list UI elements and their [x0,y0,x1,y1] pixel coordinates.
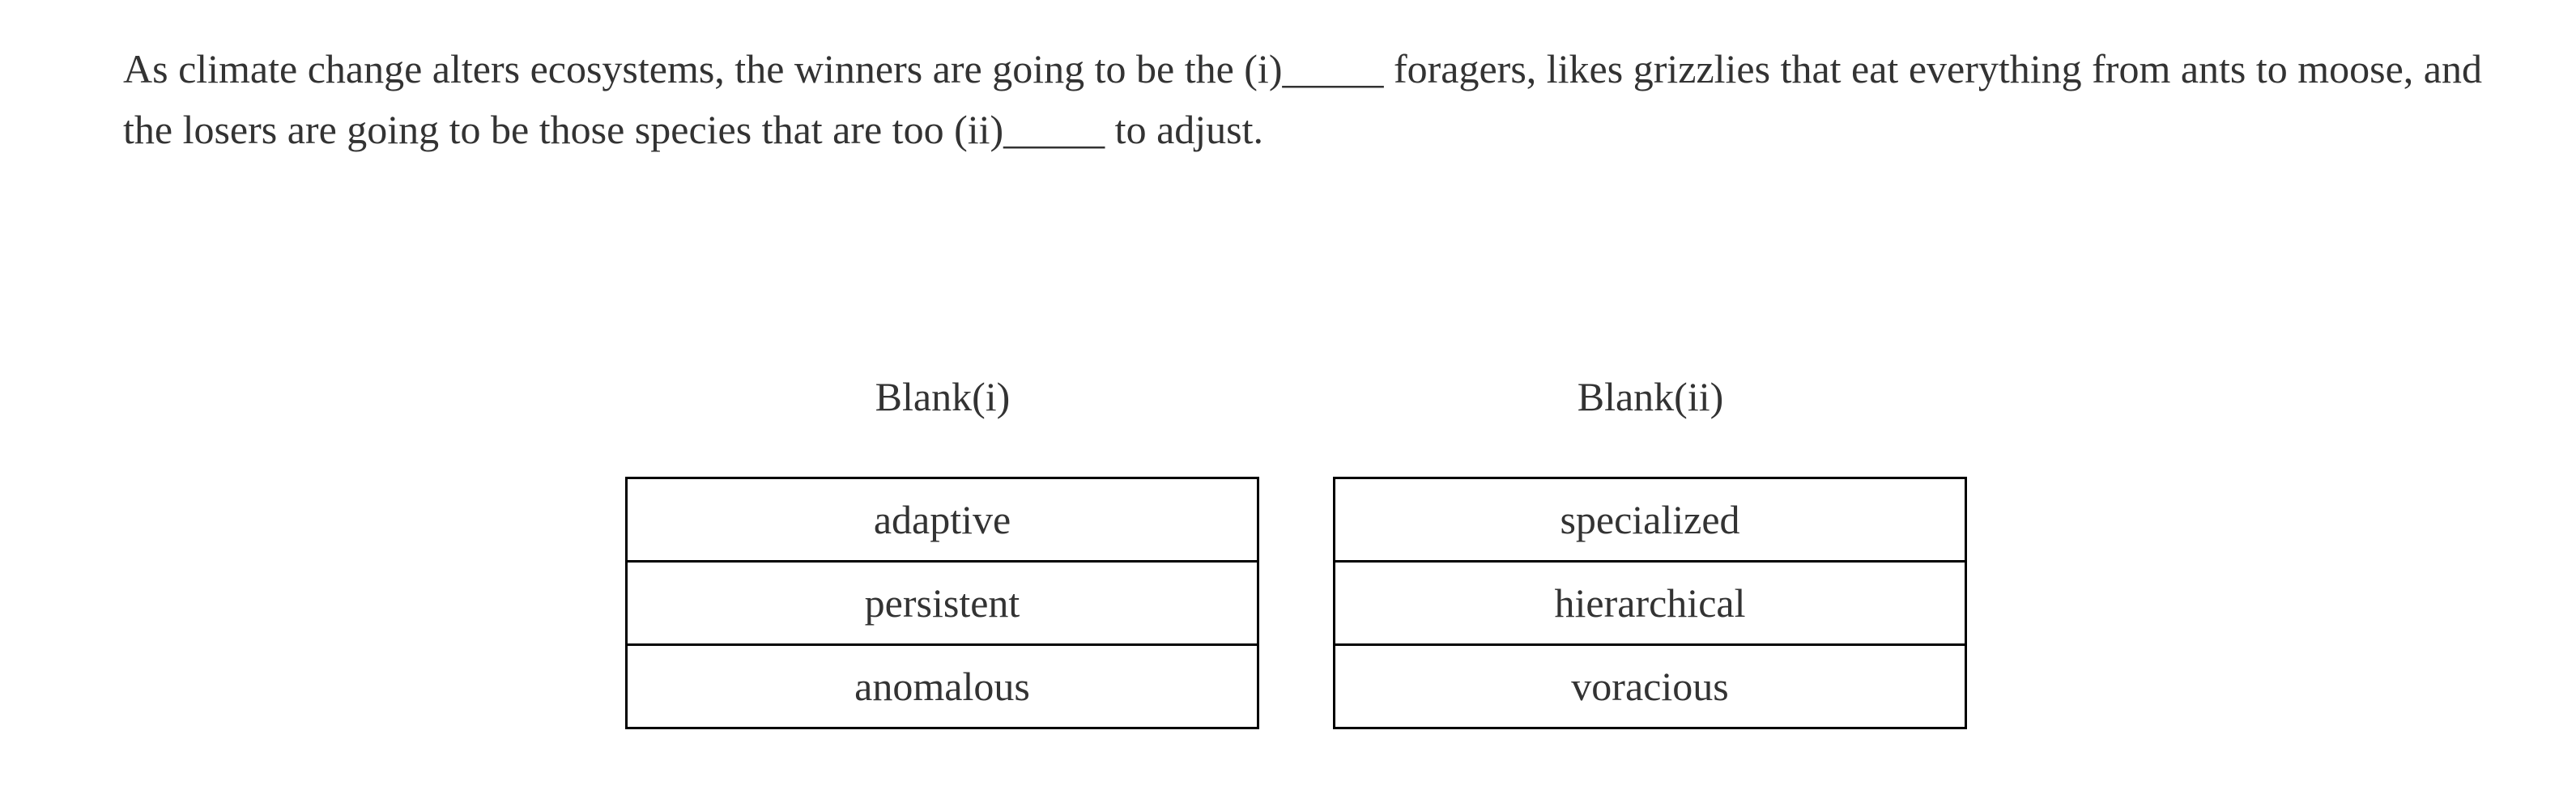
option-blank-ii-voracious[interactable]: voracious [1335,646,1965,729]
blank-i-header: Blank(i) [875,374,1011,419]
option-blank-i-anomalous[interactable]: anomalous [628,646,1257,729]
blank-i-options: adaptive persistent anomalous [625,477,1259,729]
option-blank-i-adaptive[interactable]: adaptive [628,479,1257,563]
option-blank-i-persistent[interactable]: persistent [628,563,1257,646]
question-part-3: to adjust. [1105,107,1263,152]
blank-ii-options: specialized hierarchical voracious [1333,477,1967,729]
question-text: As climate change alters ecosystems, the… [123,39,2520,160]
blank-ii-header: Blank(ii) [1577,374,1724,419]
option-blank-ii-hierarchical[interactable]: hierarchical [1335,563,1965,646]
question-part-2: foragers, likes grizzlies that eat every… [123,46,2483,152]
question-part-1: As climate change alters ecosystems, the… [123,46,1245,91]
blank-ii-marker: (ii)_____ [954,107,1105,152]
option-blank-ii-specialized[interactable]: specialized [1335,479,1965,563]
blank-i-marker: (i)_____ [1244,46,1384,91]
